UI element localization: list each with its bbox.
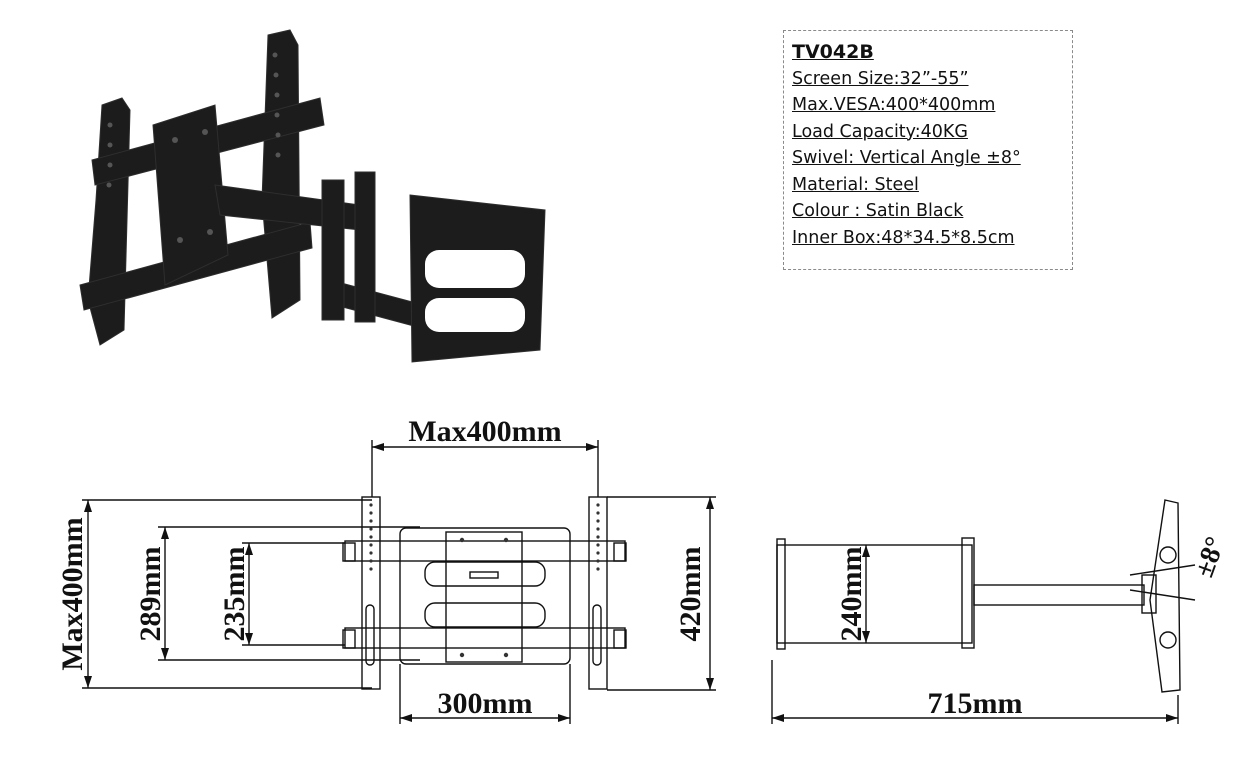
label-max-height: Max400mm <box>56 517 89 670</box>
label-235mm: 235mm <box>218 547 251 642</box>
side-wall-plate <box>776 538 786 650</box>
spec-colour: Colour : Satin Black <box>792 201 964 221</box>
arm-post-left <box>321 179 345 321</box>
label-420mm: 420mm <box>674 547 707 642</box>
spec-material: Material: Steel <box>792 174 919 195</box>
front-back-plate <box>399 527 571 665</box>
center-plate <box>152 104 229 286</box>
spec-swivel: Swivel: Vertical Angle ±8° <box>792 148 1021 168</box>
spec-load-capacity: Load Capacity:40KG <box>792 121 968 142</box>
spec-max-vesa: Max.VESA:400*400mm <box>792 95 996 115</box>
label-max-width: Max400mm <box>408 415 561 448</box>
arm-post-right <box>354 171 376 323</box>
label-tilt-angle: ±8° <box>1189 533 1232 582</box>
label-240mm: 240mm <box>835 547 868 642</box>
wall-plate-cutout <box>425 298 525 332</box>
front-top-bar <box>344 540 626 562</box>
label-289mm: 289mm <box>134 547 167 642</box>
spec-inner-box: Inner Box:48*34.5*8.5cm <box>792 227 1015 248</box>
model-number: TV042B <box>792 41 874 63</box>
side-arm-frame <box>776 544 973 644</box>
label-715mm: 715mm <box>928 687 1023 720</box>
product-photo <box>79 29 546 363</box>
side-extension-arm <box>973 584 1145 606</box>
label-300mm: 300mm <box>438 687 533 720</box>
front-center-plate <box>445 531 523 663</box>
side-tv-bracket <box>1149 499 1181 693</box>
front-right-rail <box>588 496 608 690</box>
spec-box: TV042B Screen Size:32”-55” Max.VESA:400*… <box>783 30 1073 270</box>
front-left-rail <box>361 496 381 690</box>
spec-screen-size: Screen Size:32”-55” <box>792 68 969 89</box>
wall-plate-cutout <box>425 250 525 288</box>
front-bottom-bar <box>344 627 626 649</box>
